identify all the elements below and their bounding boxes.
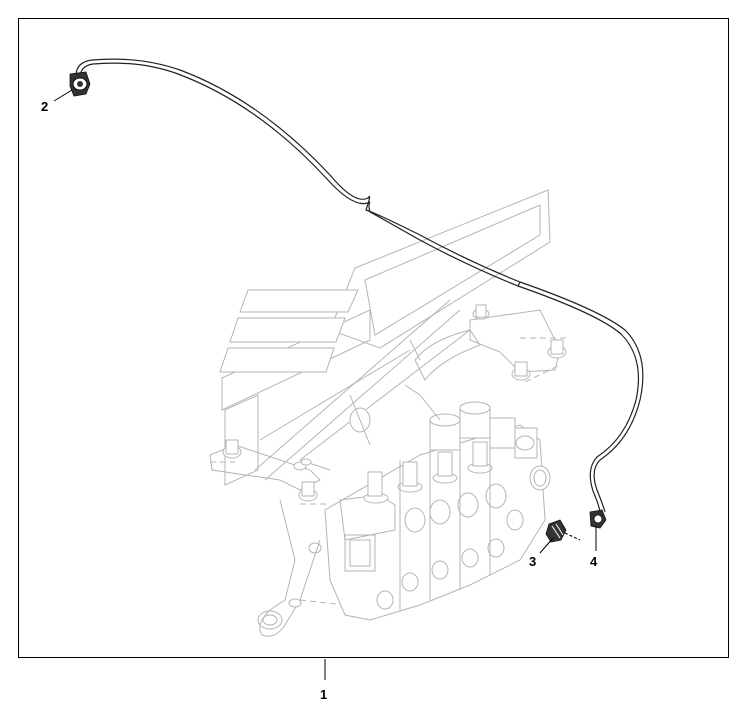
fitting-3 (545, 519, 581, 543)
callout-4: 4 (590, 554, 598, 569)
hose-assembly (75, 58, 644, 513)
callout-2: 2 (41, 99, 48, 114)
leader-2 (53, 89, 73, 102)
fitting-2 (69, 71, 91, 97)
callout-3: 3 (529, 554, 536, 569)
ghost-assembly (209, 189, 567, 637)
callout-1: 1 (320, 687, 327, 702)
leader-3 (539, 537, 554, 554)
fitting-4 (589, 509, 607, 529)
diagram-frame (18, 18, 729, 658)
